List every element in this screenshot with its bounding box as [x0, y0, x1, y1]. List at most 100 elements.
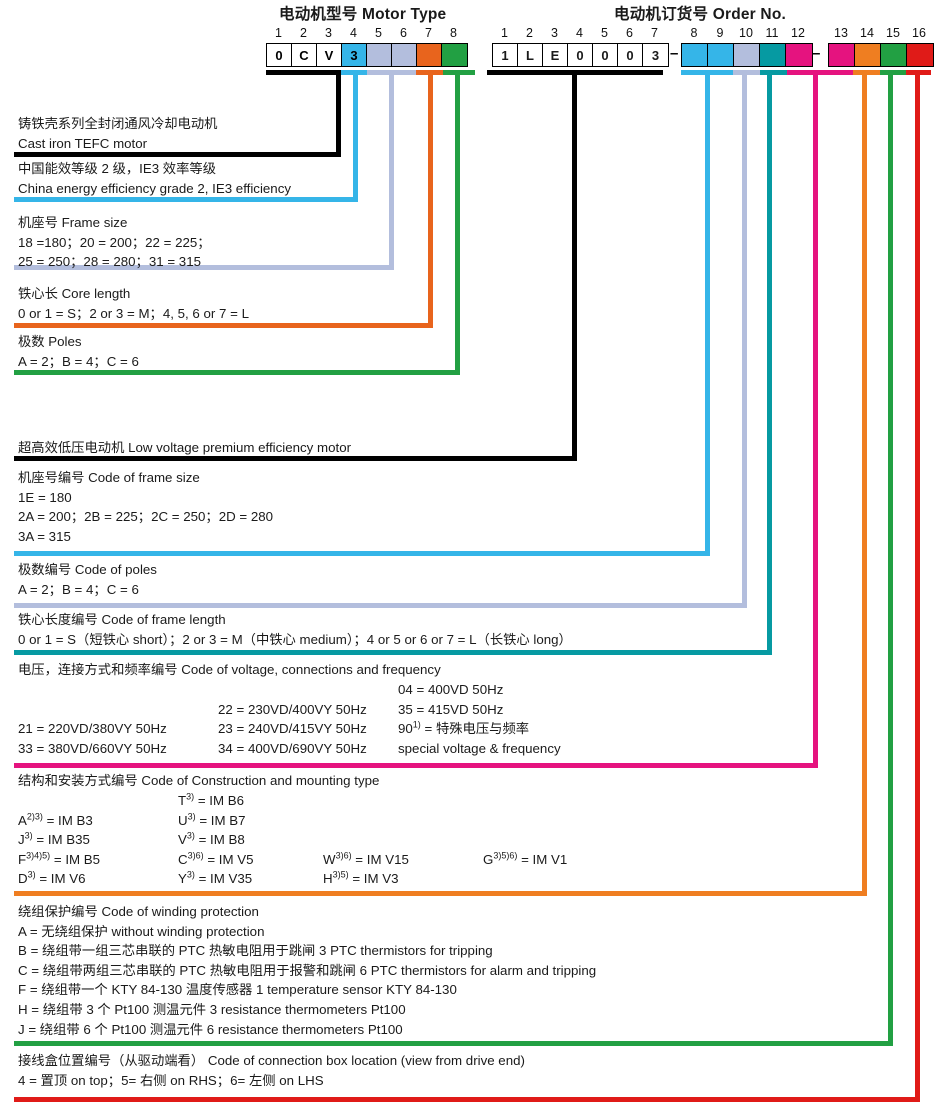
column-number: 16 [912, 26, 926, 40]
legend-code-connection-box: 接线盒位置编号（从驱动端看） Code of connection box lo… [18, 1051, 525, 1090]
code-cell[interactable]: E [543, 44, 568, 66]
legend-line: 结构和安装方式编号 Code of Construction and mount… [18, 773, 380, 788]
mounting-cell: H3)5) = IM V3 [323, 869, 399, 887]
mounting-cell: W3)6) = IM V15 [323, 850, 409, 867]
code-cell[interactable] [881, 44, 907, 66]
legend-line: A = 2；B = 4；C = 6 [18, 353, 139, 369]
legend-low-voltage-motor: 超高效低压电动机 Low voltage premium efficiency … [18, 438, 351, 458]
legend-line: 电压，连接方式和频率编号 Code of voltage, connection… [18, 662, 441, 677]
code-cell[interactable] [829, 44, 855, 66]
connector-lv-motor-riser [572, 70, 577, 460]
code-cell[interactable]: L [518, 44, 543, 66]
code-cell[interactable] [392, 44, 417, 66]
code-cell[interactable] [786, 44, 812, 66]
legend-line: J = 绕组带 6 个 Pt100 测温元件 6 resistance ther… [18, 1021, 403, 1037]
voltage-cell: 04 = 400VD 50Hz [398, 682, 504, 697]
voltage-cell: 33 = 380VD/660VY 50Hz [18, 740, 167, 756]
code-cell[interactable] [417, 44, 442, 66]
code-cell[interactable]: 0 [593, 44, 618, 66]
mounting-row: J3) = IM B35 V3) = IM B8 [18, 830, 683, 850]
code-cell[interactable] [367, 44, 392, 66]
column-number: 1 [275, 26, 282, 40]
legend-code-frame-size: 机座号编号 Code of frame size 1E = 180 2A = 2… [18, 468, 273, 546]
legend-line: F = 绕组带一个 KTY 84-130 温度传感器 1 temperature… [18, 982, 457, 998]
code-cell[interactable]: C [292, 44, 317, 66]
mounting-cell: T3) = IM B6 [178, 791, 245, 808]
code-cell[interactable] [442, 44, 467, 66]
legend-line: H = 绕组带 3 个 Pt100 测温元件 3 resistance ther… [18, 1001, 406, 1017]
column-number: 2 [526, 26, 533, 40]
connector-code-frame-length-riser [767, 70, 772, 654]
legend-line: 机座号 Frame size [18, 215, 128, 230]
mounting-cell: V3) = IM B8 [178, 830, 245, 848]
mounting-cell: U3) = IM B7 [178, 811, 246, 828]
code-cell[interactable]: V [317, 44, 342, 66]
mounting-row: T3) = IM B6 [18, 791, 683, 811]
legend-code-mounting-title: 结构和安装方式编号 Code of Construction and mount… [18, 771, 379, 791]
legend-line: Cast iron TEFC motor [18, 135, 148, 151]
connector-code-winding-riser [888, 70, 893, 1045]
order-no-separator-1: – [670, 45, 679, 62]
legend-line: 3A = 315 [18, 528, 71, 544]
column-number: 4 [576, 26, 583, 40]
mounting-cell: F3)4)5) = IM B5 [18, 850, 101, 867]
voltage-cell: 901) = 特殊电压与频率 [398, 719, 530, 737]
voltage-cell: 23 = 240VD/415VY 50Hz [218, 721, 367, 737]
legend-line: 极数 Poles [18, 334, 82, 349]
legend-line: A = 2；B = 4；C = 6 [18, 581, 139, 597]
code-cell[interactable]: 1 [493, 44, 518, 66]
order-no-title: 电动机订货号 Order No. [614, 6, 786, 23]
legend-line: C = 绕组带两组三芯串联的 PTC 热敏电阻用于报警和跳闸 6 PTC the… [18, 962, 597, 978]
code-cell[interactable] [855, 44, 881, 66]
connector-code-connection-box [14, 1097, 920, 1102]
code-cell[interactable] [708, 44, 734, 66]
connector-cast-iron-top [266, 70, 341, 75]
column-number: 15 [886, 26, 900, 40]
column-number: 6 [400, 26, 407, 40]
connector-code-poles [14, 603, 747, 608]
code-cell[interactable] [907, 44, 933, 66]
code-cell[interactable] [734, 44, 760, 66]
connector-code-frame-length-top [760, 70, 788, 75]
mounting-cell: G3)5)6) = IM V1 [483, 850, 568, 867]
legend-line: 绕组保护编号 Code of winding protection [18, 904, 259, 919]
legend-core-length: 铁心长 Core length 0 or 1 = S；2 or 3 = M；4,… [18, 284, 249, 323]
column-number: 4 [350, 26, 357, 40]
order-no-separator-2: – [812, 45, 821, 62]
mounting-cell: J3) = IM B35 [18, 830, 90, 848]
order-no-code-boxes-group3[interactable] [828, 43, 934, 67]
connector-core-length-riser [428, 70, 433, 328]
connector-cast-iron-riser [336, 70, 341, 157]
column-number: 7 [651, 26, 658, 40]
connector-code-poles-riser [742, 70, 747, 607]
connector-poles [14, 370, 460, 375]
connector-efficiency-riser [353, 70, 358, 202]
code-cell[interactable]: 0 [568, 44, 593, 66]
legend-line: B = 绕组带一组三芯串联的 PTC 热敏电阻用于跳闸 3 PTC thermi… [18, 943, 493, 959]
code-cell[interactable] [682, 44, 708, 66]
column-number: 5 [375, 26, 382, 40]
code-cell[interactable] [760, 44, 786, 66]
code-cell[interactable]: 3 [342, 44, 367, 66]
order-no-code-boxes-group2[interactable] [681, 43, 813, 67]
column-number: 12 [791, 26, 805, 40]
column-number: 6 [626, 26, 633, 40]
voltage-cell: 35 = 415VD 50Hz [398, 701, 504, 717]
code-cell[interactable]: 3 [643, 44, 668, 66]
legend-line: 18 =180；20 = 200；22 = 225； [18, 234, 211, 250]
column-number: 9 [716, 26, 724, 40]
connector-lv-motor [14, 456, 577, 461]
connector-code-frame-length [14, 650, 772, 655]
legend-line: A = 无绕组保护 without winding protection [18, 923, 265, 939]
legend-line: 机座号编号 Code of frame size [18, 470, 200, 485]
code-cell[interactable]: 0 [618, 44, 643, 66]
code-cell[interactable]: 0 [267, 44, 292, 66]
